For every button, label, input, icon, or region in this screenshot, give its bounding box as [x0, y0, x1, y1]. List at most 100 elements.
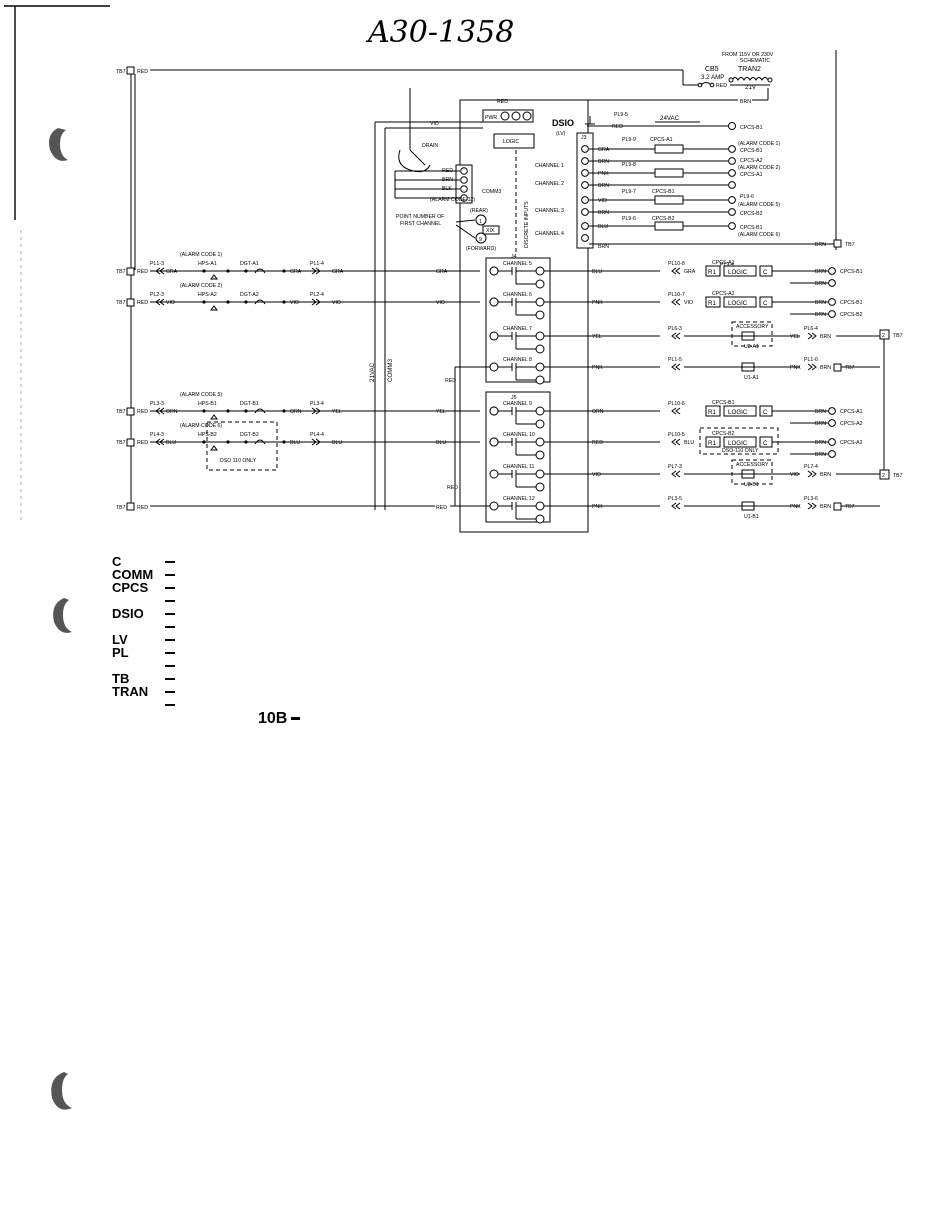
pwr-pin: [522, 111, 532, 121]
legend-abbr: C: [112, 554, 122, 569]
legend-dash: [165, 561, 175, 563]
alarm-label: (ALARM CODE 1): [180, 252, 222, 258]
punch-hole-1: [49, 128, 68, 161]
wire-label: GRA: [684, 269, 696, 275]
r1-label: R1: [708, 300, 716, 307]
switch-symbol: [210, 305, 218, 311]
j3-connector[interactable]: [576, 132, 594, 249]
plug-symbol: [311, 298, 321, 306]
legend-dash: [165, 652, 175, 654]
comm3-connector[interactable]: [455, 164, 473, 204]
cpcs-switch: [654, 144, 684, 154]
pl-label: PL4-4: [310, 432, 324, 438]
pl-label: PL2-3: [150, 292, 164, 298]
xix-box: [482, 225, 500, 235]
xix-label: XIX: [486, 228, 495, 234]
legend-abbr: DSIO: [112, 606, 144, 621]
wire-label: GRA: [290, 269, 302, 275]
legend-abbr: TRAN: [112, 684, 149, 699]
pl-label: PL4-3: [150, 432, 164, 438]
pl-label: PL10-7: [668, 292, 685, 298]
figure-number: 10B: [258, 710, 288, 727]
legend-dash: [165, 704, 175, 706]
wire-label: YEL: [332, 409, 342, 415]
wire-label: VIO: [598, 198, 607, 204]
cpcs-switch: [654, 168, 684, 178]
tb7-terminal-bottom[interactable]: [126, 502, 135, 511]
j3-pin: [581, 196, 589, 204]
channel-pin-return: [535, 514, 545, 524]
terminal: [828, 450, 836, 458]
channel-label: CHANNEL 6: [503, 292, 532, 298]
wire-label: BRN: [815, 409, 826, 415]
pwr-pin: [500, 111, 510, 121]
switch-symbol: [210, 414, 218, 420]
wire-label: VIO: [684, 300, 693, 306]
tb7-label: TB7: [116, 269, 126, 275]
j3-pin: [581, 181, 589, 189]
switch-label: HPS-A2: [198, 292, 217, 298]
tb7-terminal-right[interactable]: [833, 239, 842, 248]
comm3-label: COMM3: [482, 189, 501, 195]
cpcs-switch: [654, 195, 684, 205]
channel-label: CHANNEL 12: [503, 496, 535, 502]
accessory-box: [731, 321, 773, 347]
tb7-terminal[interactable]: [126, 438, 135, 447]
pwr-label: PWR: [485, 115, 497, 121]
accessory-box: [731, 459, 773, 485]
contact-dot: [202, 269, 206, 273]
cpcs-label: CPCS-B2: [712, 431, 735, 437]
contact-dot: [226, 269, 230, 273]
cb-terminal: [697, 82, 703, 88]
legend-dash: [165, 665, 175, 667]
logic-label: LOGIC: [728, 300, 748, 307]
switch-symbol: [210, 274, 218, 280]
cpcs-label: CPCS-B2: [740, 211, 763, 217]
j4-connector[interactable]: [485, 257, 551, 383]
tb7-terminal[interactable]: [833, 363, 842, 372]
pl-label: PL10-5: [668, 432, 685, 438]
tran-terminal: [767, 77, 773, 83]
contact-dot: [226, 300, 230, 304]
tb7-terminal[interactable]: [833, 502, 842, 511]
tb7-terminal[interactable]: [126, 298, 135, 307]
first-channel-label: FIRST CHANNEL: [400, 221, 441, 227]
tran-terminal: [728, 77, 734, 83]
plug-symbol: [155, 407, 165, 415]
wire-label: BLU: [166, 440, 176, 446]
tb7-terminal[interactable]: [126, 407, 135, 416]
pl-label: PL3-5: [668, 496, 682, 502]
channel-pin-right: [535, 501, 545, 511]
pl-label: PL3-6: [804, 496, 818, 502]
tb7-terminal[interactable]: [126, 267, 135, 276]
plug-symbol: [671, 438, 681, 446]
terminal: [828, 438, 836, 446]
wire-label: ORN: [592, 409, 604, 415]
terminal: [828, 419, 836, 427]
pl-label: PL9-6: [740, 194, 754, 200]
terminal: [828, 279, 836, 287]
alarm-label: (ALARM CODE 6): [180, 423, 222, 429]
wire-label: RED: [497, 99, 508, 105]
alarm-label: (ALARM CODE 1): [738, 141, 780, 147]
breaker-rating: 3.2 AMP: [701, 74, 724, 81]
tb7-terminal-top[interactable]: [126, 66, 135, 75]
contact-dot: [282, 300, 286, 304]
accessory-label: ACCESSORY: [736, 324, 769, 330]
legend-dash: [165, 678, 175, 680]
channel-pin-left: [489, 362, 499, 372]
j3-pin: [581, 157, 589, 165]
switch-symbol: [254, 268, 266, 274]
wire-label: PNK: [592, 300, 603, 306]
pl-label: PL10-6: [668, 401, 685, 407]
r1-box: [705, 265, 721, 277]
logic-box: [723, 436, 757, 448]
switch-symbol: [254, 299, 266, 305]
legend-abbr: LV: [112, 632, 128, 647]
point-number-label: POINT NUMBER OF: [396, 214, 444, 220]
switch-label: DGT-A1: [240, 261, 259, 267]
switch-label: DGT-B2: [240, 432, 259, 438]
dso-only-label: DSO-110 ONLY: [722, 448, 759, 454]
wire: [409, 149, 426, 166]
transformer-coil: [731, 77, 769, 81]
